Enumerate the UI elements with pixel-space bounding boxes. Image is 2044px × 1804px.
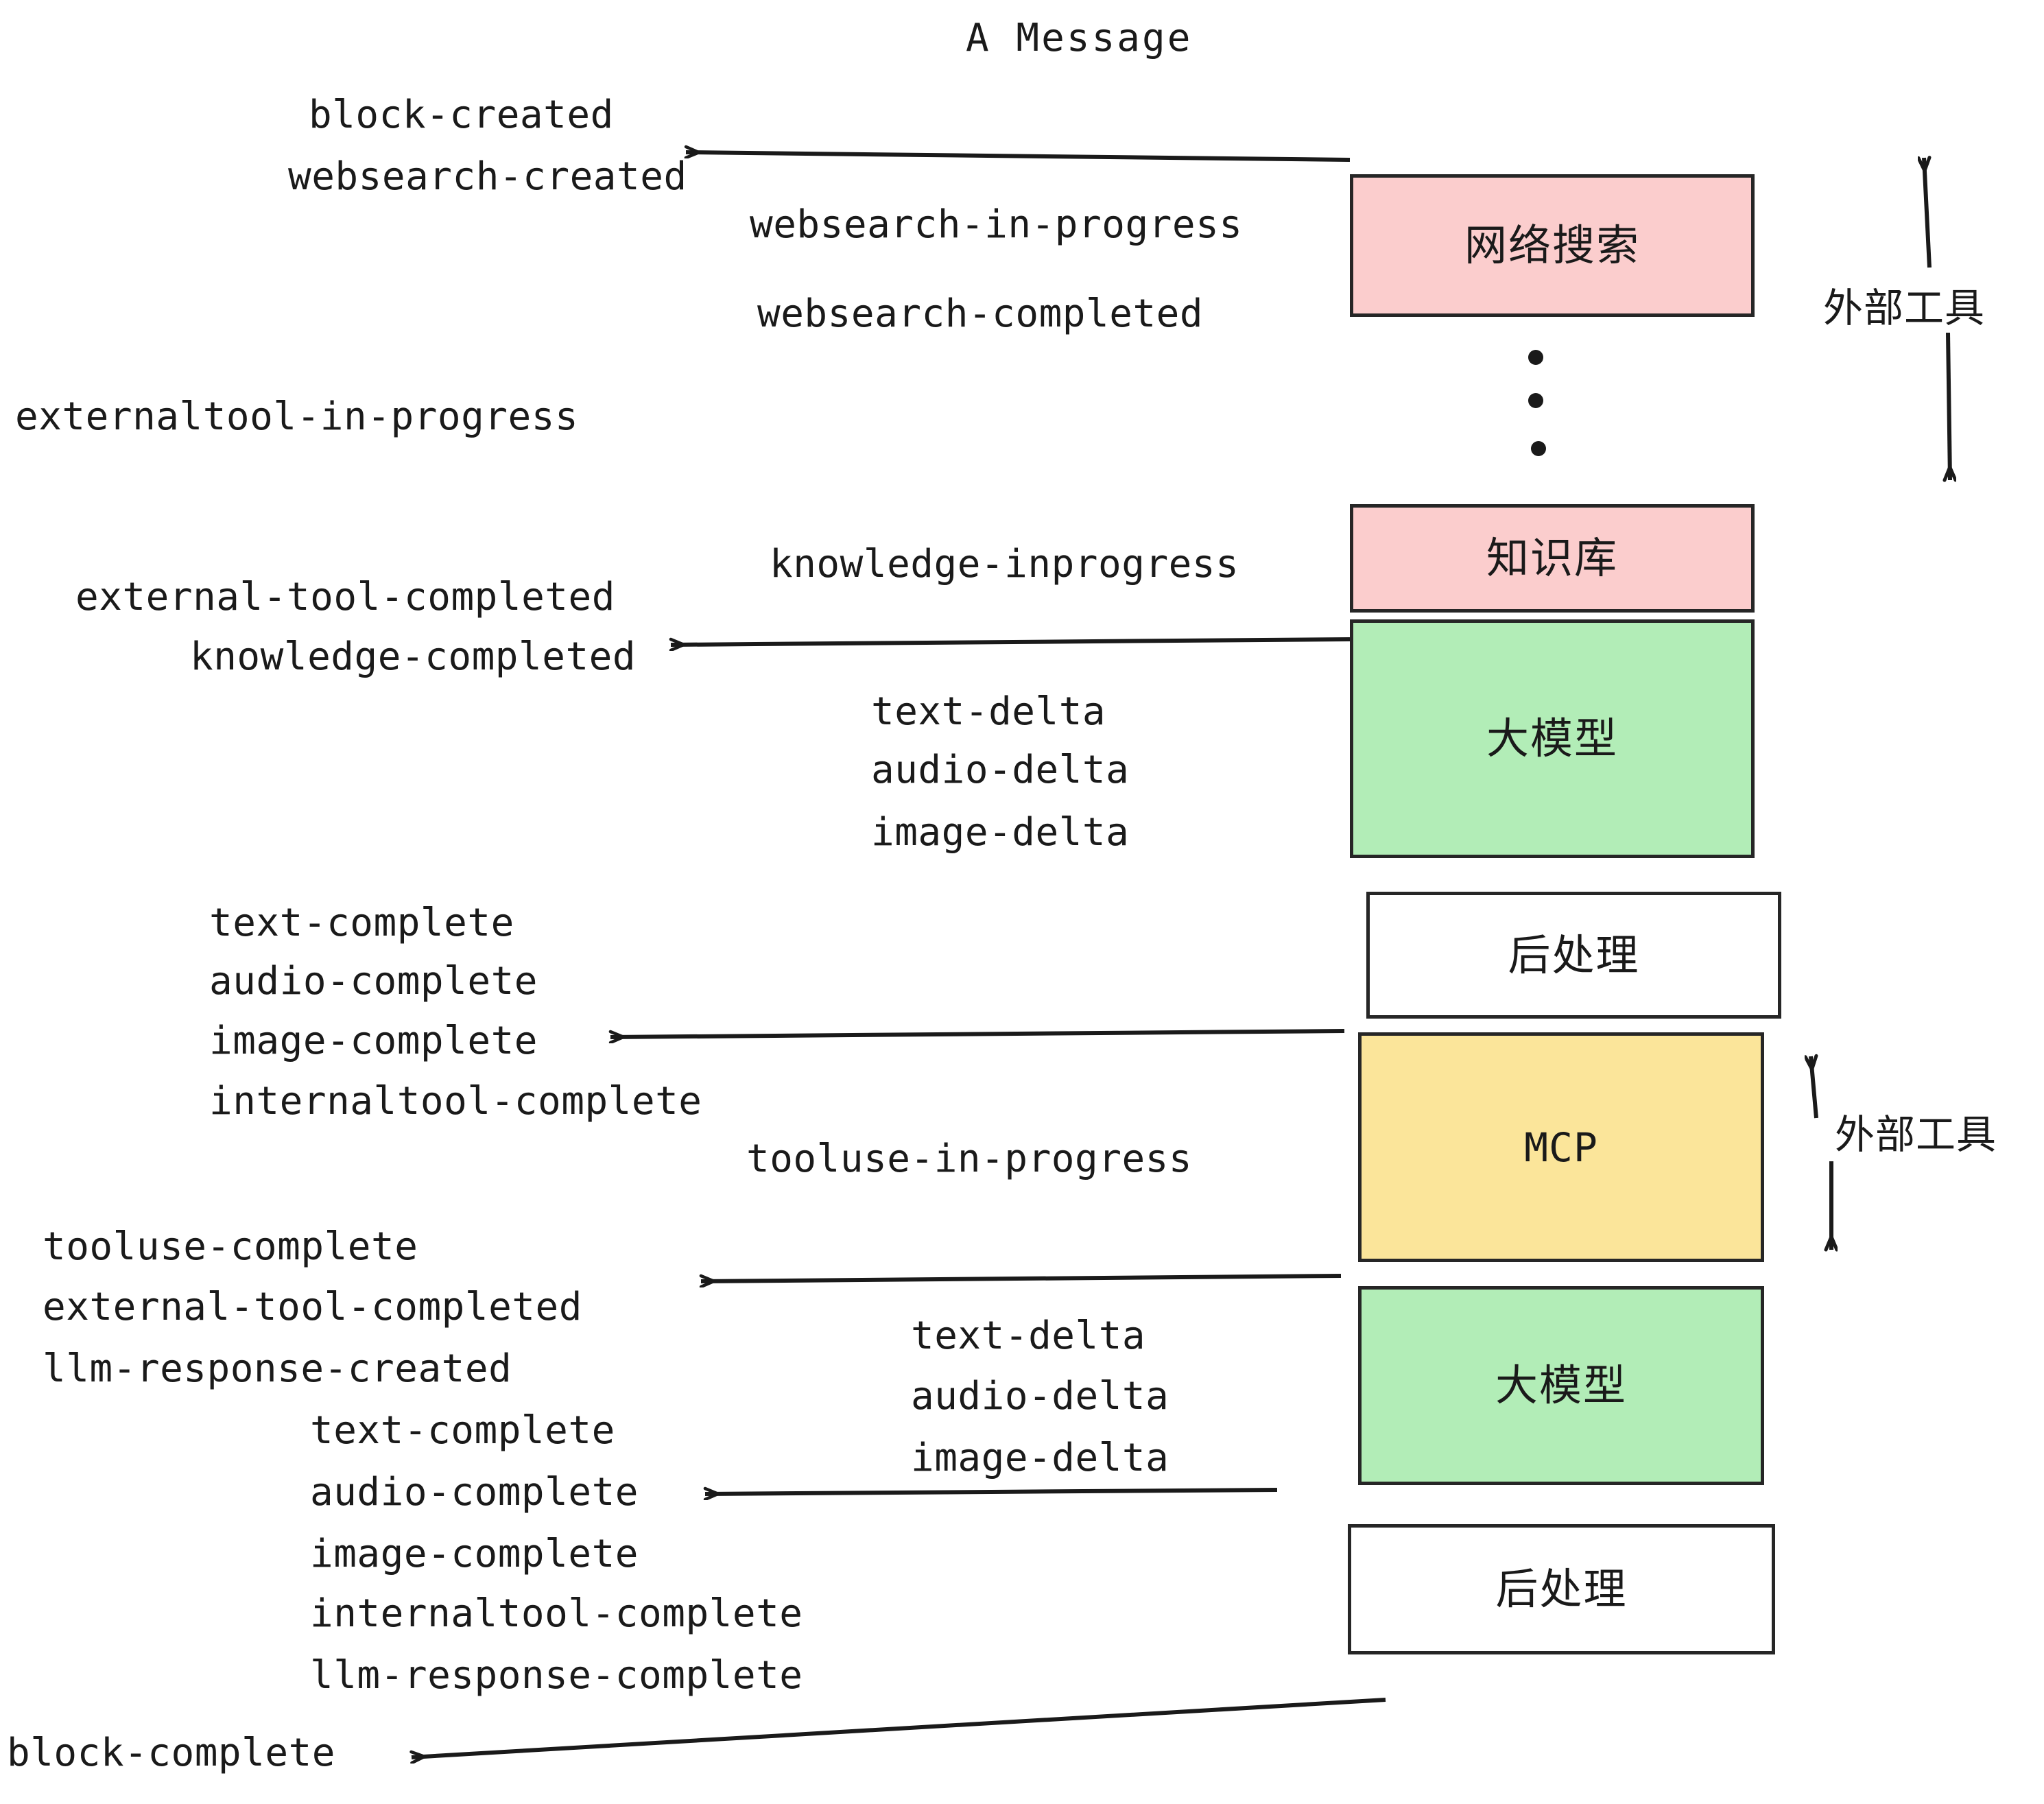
event-label-llm-response-complete: llm-response-complete: [310, 1653, 803, 1698]
node-mcp-label: MCP: [1524, 1124, 1598, 1171]
node-llm-bottom[interactable]: 大模型: [1358, 1286, 1764, 1485]
side-label-external-tools-top: 外部工具: [1823, 285, 1986, 331]
arrow-block-created: [686, 152, 1351, 162]
event-label-internaltool-complete-2: internaltool-complete: [310, 1591, 803, 1636]
arrow-external-tools-top-up: [1924, 158, 1932, 268]
node-llm-top-label: 大模型: [1486, 713, 1618, 763]
event-label-external-tool-completed-1: external-tool-completed: [75, 575, 615, 619]
event-label-websearch-in-progress: websearch-in-progress: [750, 202, 1243, 247]
event-label-image-complete-1: image-complete: [209, 1019, 538, 1063]
node-mcp[interactable]: MCP: [1358, 1032, 1764, 1262]
arrow-external-tools-bottom-up: [1811, 1056, 1818, 1119]
ellipsis-dot-2: [1528, 393, 1543, 408]
event-label-internaltool-complete-1: internaltool-complete: [209, 1079, 702, 1124]
node-postprocess-top[interactable]: 后处理: [1366, 892, 1781, 1019]
arrow-block-complete: [412, 1698, 1386, 1757]
event-label-text-delta-2: text-delta: [911, 1314, 1146, 1358]
event-label-image-delta-2: image-delta: [911, 1436, 1169, 1480]
arrow-knowledge-completed: [671, 637, 1351, 645]
event-label-audio-complete-1: audio-complete: [209, 959, 538, 1004]
node-postprocess-bottom[interactable]: 后处理: [1348, 1524, 1775, 1654]
arrow-external-tools-top-down: [1948, 332, 1950, 480]
arrow-tooluse-complete: [701, 1274, 1342, 1281]
event-label-image-delta-1: image-delta: [871, 810, 1130, 855]
event-label-image-complete-2: image-complete: [310, 1532, 639, 1576]
node-websearch[interactable]: 网络搜索: [1350, 174, 1755, 317]
arrow-image-complete: [610, 1029, 1345, 1037]
event-label-audio-delta-1: audio-delta: [871, 748, 1130, 792]
event-label-tooluse-in-progress: tooluse-in-progress: [746, 1137, 1193, 1181]
node-postprocess-bottom-label: 后处理: [1495, 1564, 1628, 1614]
event-label-llm-response-created: llm-response-created: [43, 1346, 512, 1391]
event-label-audio-delta-2: audio-delta: [911, 1374, 1169, 1419]
event-label-external-tool-completed-2: external-tool-completed: [43, 1285, 582, 1329]
node-llm-bottom-label: 大模型: [1495, 1360, 1627, 1410]
event-label-text-complete-2: text-complete: [310, 1408, 615, 1453]
node-knowledge[interactable]: 知识库: [1350, 504, 1755, 613]
arrow-audio-complete: [705, 1490, 1278, 1494]
side-label-external-tools-bottom: 外部工具: [1835, 1111, 1997, 1158]
event-label-block-created: block-created: [309, 93, 614, 137]
event-label-tooluse-complete: tooluse-complete: [43, 1224, 418, 1269]
node-websearch-label: 网络搜索: [1464, 220, 1640, 270]
event-label-websearch-completed: websearch-completed: [757, 292, 1204, 336]
event-label-externaltool-in-progress: externaltool-in-progress: [15, 394, 579, 439]
page-title: A Message: [966, 16, 1193, 60]
event-label-knowledge-completed: knowledge-completed: [190, 634, 637, 679]
event-label-knowledge-inprogress: knowledge-inprogress: [770, 542, 1239, 586]
ellipsis-dot-3: [1531, 441, 1546, 456]
event-label-text-complete-1: text-complete: [209, 901, 514, 945]
ellipsis-dot-1: [1528, 350, 1543, 365]
event-label-text-delta-1: text-delta: [871, 689, 1106, 734]
node-knowledge-label: 知识库: [1486, 533, 1618, 583]
node-llm-top[interactable]: 大模型: [1350, 619, 1755, 858]
node-postprocess-top-label: 后处理: [1508, 929, 1640, 980]
event-label-audio-complete-2: audio-complete: [310, 1470, 639, 1515]
event-label-websearch-created: websearch-created: [288, 154, 687, 199]
event-label-block-complete: block-complete: [7, 1731, 336, 1775]
